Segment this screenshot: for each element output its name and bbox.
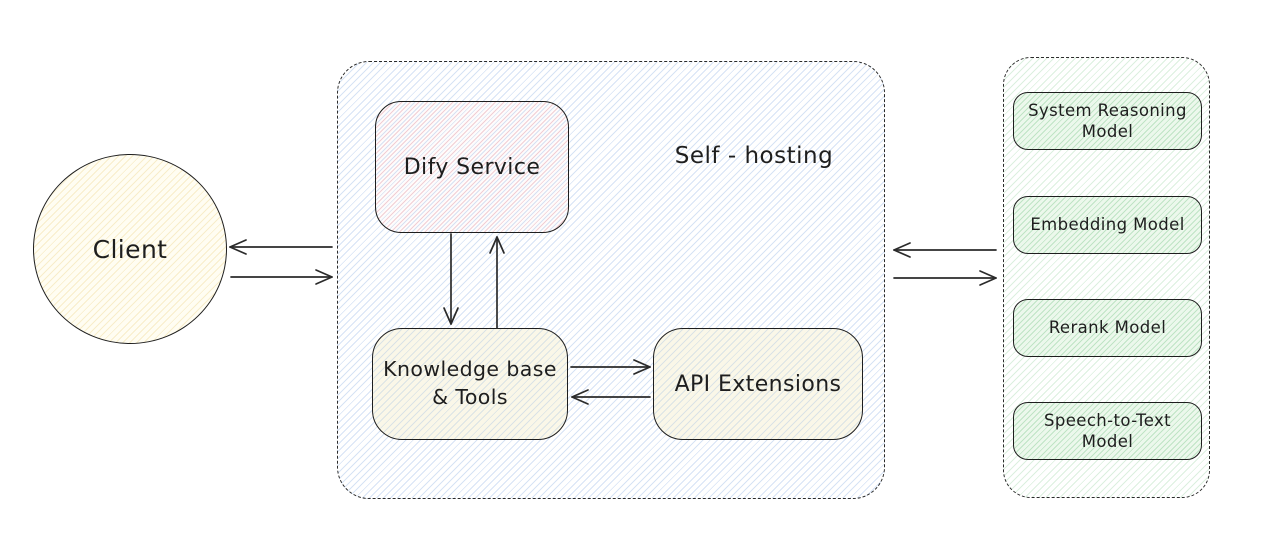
model-node-embedding: Embedding Model	[1013, 196, 1202, 254]
client-label: Client	[92, 234, 168, 264]
model-node-rerank: Rerank Model	[1013, 299, 1202, 357]
knowledge-base-tools-label: Knowledge base & Tools	[383, 357, 557, 409]
knowledge-base-tools-node: Knowledge base & Tools	[372, 328, 568, 440]
model-node-system-reasoning: System Reasoning Model	[1013, 92, 1202, 150]
arrow-models-to-self-hosting	[893, 242, 997, 258]
model-label-rerank: Rerank Model	[1048, 318, 1167, 338]
model-label-system-reasoning: System Reasoning Model	[1028, 100, 1187, 141]
api-extensions-node: API Extensions	[653, 328, 863, 440]
arrow-client-to-self-hosting	[230, 269, 333, 285]
arrow-self-hosting-to-client	[229, 239, 333, 255]
model-label-embedding: Embedding Model	[1030, 215, 1185, 235]
self-hosting-title: Self - hosting	[674, 143, 834, 169]
arrow-self-hosting-to-models	[893, 270, 997, 286]
model-node-speech-to-text: Speech-to-Text Model	[1013, 402, 1202, 460]
dify-service-node: Dify Service	[375, 101, 569, 233]
client-node: Client	[33, 154, 227, 344]
dify-service-label: Dify Service	[403, 154, 541, 180]
model-label-speech-to-text: Speech-to-Text Model	[1043, 410, 1171, 451]
api-extensions-label: API Extensions	[674, 371, 842, 397]
